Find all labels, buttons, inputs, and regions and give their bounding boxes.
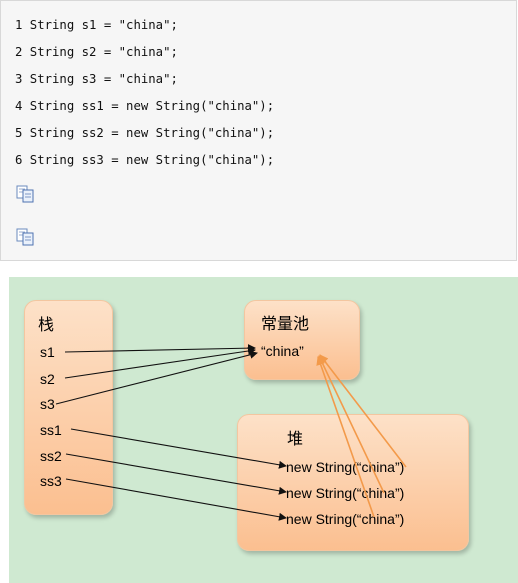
arrow-ss3-to-heap (65, 478, 287, 521)
heap-title: 堆 (287, 431, 304, 448)
constant-pool-box (244, 300, 360, 380)
code-line-3: 3 String s3 = "china"; (15, 72, 178, 86)
code-line-4: 4 String ss1 = new String("china"); (15, 99, 275, 113)
arrow-ss2-to-heap (65, 453, 287, 495)
code-line-2: 2 String s2 = "china"; (15, 45, 178, 59)
stack-item-ss3: ss3 (40, 473, 62, 489)
arrow-s1-to-pool (64, 344, 256, 353)
heap-box (237, 414, 469, 551)
heap-item-3: new String(“china”) (286, 511, 405, 527)
heap-item-1: new String(“china”) (286, 459, 405, 475)
reference-arrows (55, 344, 407, 521)
code-block: 1 String s1 = "china"; 2 String s2 = "ch… (0, 0, 517, 261)
paste-icon[interactable] (15, 228, 37, 246)
stack-item-ss1: ss1 (40, 422, 62, 438)
constant-pool-value: “china” (261, 343, 304, 359)
memory-diagram: 栈 s1 s2 s3 ss1 ss2 ss3 常量池 “china” 堆 new… (9, 277, 518, 583)
copy-icon[interactable] (15, 185, 37, 203)
arrow-heap2-to-pool (318, 355, 385, 494)
stack-item-s2: s2 (40, 371, 55, 387)
constant-pool-title: 常量池 (261, 316, 310, 333)
arrow-heap3-to-pool (316, 356, 375, 518)
code-line-1: 1 String s1 = "china"; (15, 18, 178, 32)
stack-item-s3: s3 (40, 396, 55, 412)
code-line-6: 6 String ss3 = new String("china"); (15, 153, 275, 167)
arrow-s3-to-pool (55, 350, 258, 405)
arrow-ss1-to-heap (70, 428, 287, 469)
stack-title: 栈 (38, 317, 55, 334)
arrow-heap1-to-pool (319, 354, 407, 468)
arrow-s2-to-pool (64, 347, 256, 379)
heap-item-2: new String(“china”) (286, 485, 405, 501)
stack-item-ss2: ss2 (40, 448, 62, 464)
stack-item-s1: s1 (40, 344, 55, 360)
code-line-5: 5 String ss2 = new String("china"); (15, 126, 275, 140)
